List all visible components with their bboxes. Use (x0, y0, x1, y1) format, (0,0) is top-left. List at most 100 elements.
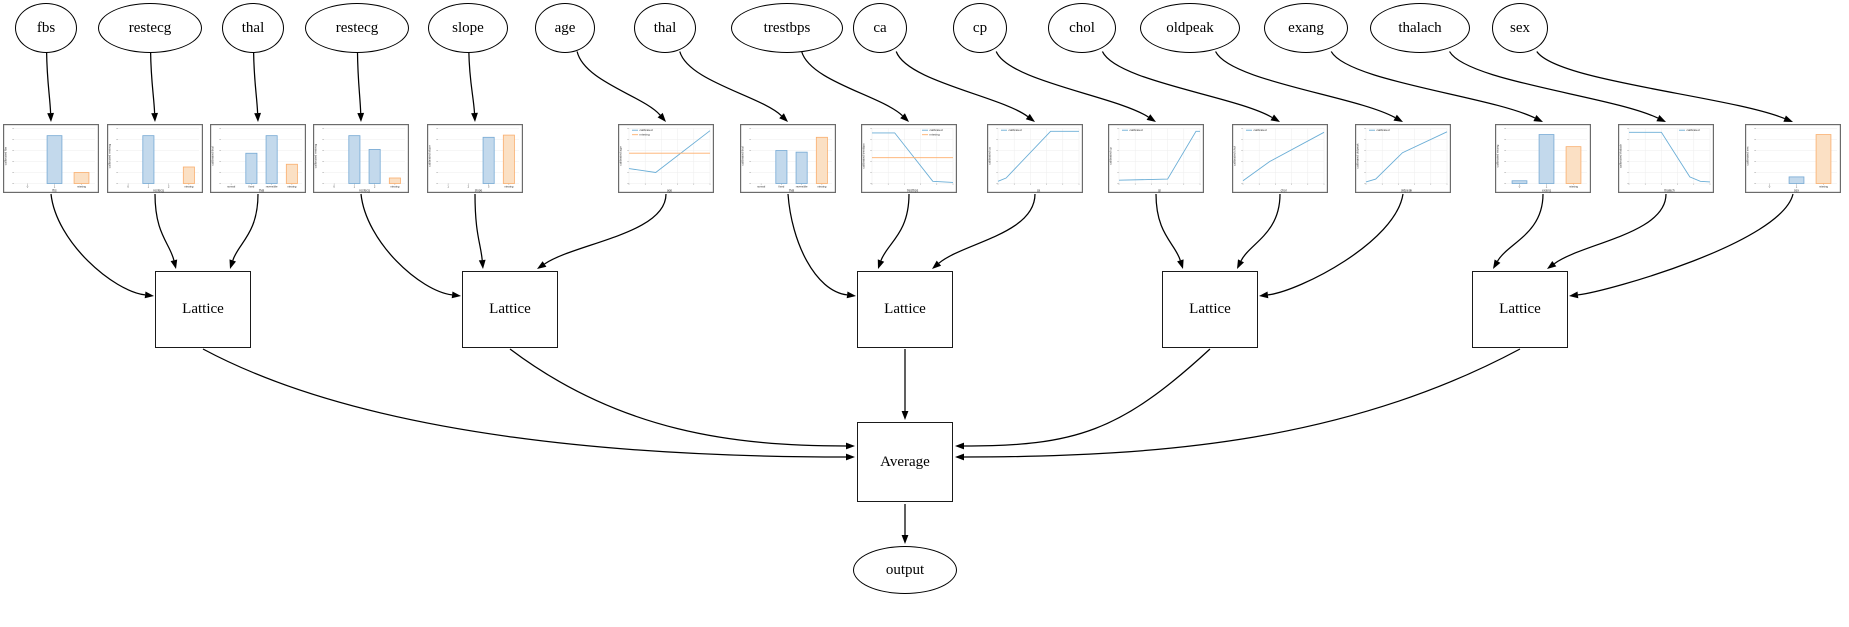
series-line-blue (1629, 131, 1711, 183)
x-tick-label: missing (184, 184, 194, 188)
lattice-node-4: Lattice (1162, 271, 1258, 348)
x-tick-label: 1 (54, 184, 56, 188)
arrowhead (657, 112, 666, 122)
calibrator-chart-thalach: calibrated thalach thalach calibrated (1618, 124, 1714, 193)
x-axis-label: age (667, 189, 673, 193)
edge (202, 348, 855, 461)
edge (877, 193, 910, 269)
x-tick-label: missing (817, 184, 827, 188)
edge-line (679, 51, 782, 117)
y-axis-label: calibrated thalach (1618, 144, 1622, 169)
x-axis-label: thalach (1664, 189, 1675, 193)
arrowhead (478, 259, 486, 269)
edge-line (576, 51, 661, 116)
edge (50, 193, 154, 299)
edge-line (360, 193, 453, 296)
arrowhead (779, 113, 788, 122)
edge-line (787, 193, 848, 296)
edge-line (232, 193, 259, 261)
y-axis-label: calibrated restecg (313, 144, 317, 169)
lattice-label: Lattice (884, 301, 926, 317)
x-axis-label: oldpeak (1401, 189, 1413, 193)
arrowhead (1177, 259, 1184, 269)
feature-node-age: age (535, 3, 595, 53)
x-tick-label: 2 (468, 184, 470, 188)
edge (149, 51, 158, 122)
edge-line (963, 348, 1521, 458)
x-axis-label: chol (1281, 189, 1287, 193)
edge-line (468, 51, 476, 114)
x-axis-label: exang (1542, 189, 1551, 193)
arrowhead (1493, 259, 1501, 269)
edge (45, 51, 54, 122)
chart-frame (861, 124, 957, 193)
arrowhead (144, 291, 154, 299)
y-axis-label: calibrated thal (210, 146, 214, 166)
series-line-blue (997, 130, 1079, 182)
calibrator-plot: calibrated thalach thalach calibrated (1618, 124, 1714, 193)
x-tick-label: missing (504, 184, 514, 188)
lattice-node-3: Lattice (857, 271, 953, 348)
edge (1448, 51, 1666, 122)
x-axis-label: restecg (359, 189, 370, 193)
y-axis-label: calibrated exang (1495, 144, 1499, 167)
lattice-label: Lattice (1189, 301, 1231, 317)
feature-node-trestbps: trestbps (731, 3, 843, 53)
x-axis-label: sex (1794, 189, 1799, 193)
x-axis-label: slope (475, 189, 483, 193)
lattice-node-2: Lattice (462, 271, 558, 348)
edge-line (1536, 51, 1785, 120)
arrowhead (1270, 114, 1280, 122)
feature-node-ca: ca (853, 3, 907, 53)
bar-blue (368, 148, 381, 184)
feature-name: restecg (335, 19, 379, 36)
feature-name: age (554, 19, 576, 36)
legend-label: calibrated (640, 128, 653, 132)
y-axis-label: calibrated restecg (107, 144, 111, 169)
arrowhead (901, 535, 909, 544)
x-axis-label: thal (789, 189, 794, 193)
edge (995, 51, 1156, 122)
arrowhead (1533, 115, 1543, 122)
edge-line (1577, 193, 1794, 296)
chart-frame (1232, 124, 1328, 193)
output-label: output (885, 561, 925, 578)
legend-label: missing (640, 133, 651, 137)
legend-label: calibrated (1687, 128, 1700, 132)
lattice-label: Lattice (489, 301, 531, 317)
lattice-label: Lattice (1499, 301, 1541, 317)
feature-name: restecg (128, 19, 172, 36)
feature-node-cp: cp (953, 3, 1007, 53)
edge (1101, 51, 1280, 122)
edge (252, 51, 261, 122)
legend-label: calibrated (1254, 128, 1267, 132)
edge-line (1496, 193, 1544, 262)
arrowhead (900, 113, 909, 122)
edge (509, 348, 855, 450)
x-tick-label: 0 (333, 184, 335, 188)
arrowhead (229, 259, 236, 269)
arrowhead (1146, 114, 1156, 122)
feature-node-restecg: restecg (305, 3, 409, 53)
edge (229, 193, 259, 269)
edge (1547, 193, 1667, 269)
chart-frame (1108, 124, 1204, 193)
y-axis-label: calibrated ca (987, 147, 991, 165)
feature-name: oldpeak (1166, 19, 1214, 36)
bar-orange (285, 163, 298, 184)
edge-line (801, 51, 903, 117)
edge-line (895, 51, 1029, 118)
edge (537, 193, 667, 269)
feature-name: thal (241, 19, 265, 36)
edge (468, 51, 478, 122)
edge (932, 193, 1036, 269)
x-tick-label: 2 (168, 184, 170, 188)
feature-node-oldpeak: oldpeak (1140, 3, 1240, 53)
y-axis-label: calibrated chol (1232, 146, 1236, 166)
